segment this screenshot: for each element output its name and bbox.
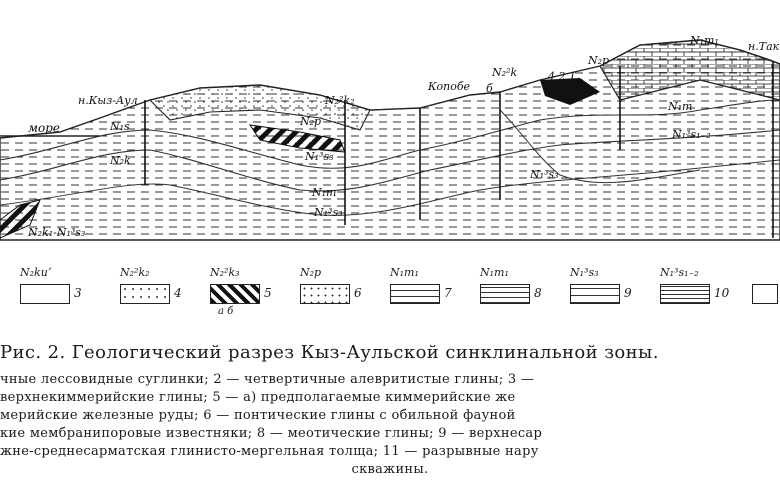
- label-n-tak: н.Так: [748, 40, 780, 53]
- geological-cross-section: н.Кыз-Аул море Копобе н.Так N₂²k₂ N₂²k N…: [0, 34, 780, 241]
- figure-caption-title: Рис. 2. Геологический разрез Кыз-Аульско…: [0, 342, 659, 363]
- caption-line: жне-среднесарматская глинисто-мергельная…: [0, 444, 539, 459]
- legend-label: N₁³s₁₋₂: [660, 266, 699, 279]
- legend-swatch: [480, 284, 530, 304]
- legend: N₂kuʼ 3 N₂²k₂ 4 N₂²k₃ 5 а б N₂p 6 N₁m₁ 7…: [0, 262, 780, 332]
- legend-number: 7: [444, 286, 452, 300]
- legend-swatch: [300, 284, 350, 304]
- legend-label: N₂²k₃: [210, 266, 240, 279]
- legend-swatch: [120, 284, 170, 304]
- legend-number: 3: [74, 286, 82, 300]
- label-n2p-top: N₂p: [587, 54, 609, 67]
- legend-number: 4: [174, 286, 182, 300]
- label-nm-top: N₁m₁: [689, 34, 719, 47]
- legend-number: 6: [354, 286, 362, 300]
- legend-label: N₁m₁: [480, 266, 509, 279]
- caption-line: верхнекиммерийские глины; 5 — а) предпол…: [0, 390, 516, 405]
- caption-line: мерийские железные руды; 6 — понтические…: [0, 408, 516, 423]
- label-n2s3-b: N₁³s₃: [313, 206, 343, 219]
- legend-swatch: [752, 284, 778, 304]
- legend-number: 5: [264, 286, 272, 300]
- label-n6: б: [486, 82, 493, 95]
- legend-swatch: [390, 284, 440, 304]
- label-nm-right: N₁m: [667, 100, 692, 113]
- label-n2s3: N₁³s₃: [304, 150, 334, 163]
- legend-label: N₂p: [300, 266, 322, 279]
- legend-label: N₂²k₂: [120, 266, 150, 279]
- label-n2p: N₂p: [299, 115, 321, 128]
- legend-number: 8: [534, 286, 542, 300]
- legend-swatch: [660, 284, 710, 304]
- legend-label: N₁m₁: [390, 266, 419, 279]
- ore-band-right: [540, 78, 600, 105]
- legend-label: N₂kuʼ: [20, 266, 52, 279]
- dotted-layer: [148, 84, 371, 131]
- legend-swatch: [210, 284, 260, 304]
- label-kopobe: Копобе: [427, 80, 471, 93]
- label-n-left: N₁s: [109, 120, 130, 133]
- label-n2k2-top: N₂²k₂: [324, 94, 355, 107]
- legend-swatch: [20, 284, 70, 304]
- legend-swatch: [570, 284, 620, 304]
- limestone-layer: [599, 39, 780, 101]
- label-nk-left: N₂k: [109, 154, 131, 167]
- label-n2s3-left: N₂k₁-N₁³s₃: [27, 226, 85, 239]
- legend-sub: а б: [218, 306, 234, 317]
- label-n1s3-right: N₁³s₃: [529, 168, 559, 181]
- legend-number: 9: [624, 286, 632, 300]
- legend-label: N₁³s₃: [570, 266, 599, 279]
- label-n1s12: N₁³s₁₋₂: [671, 128, 711, 141]
- caption-line: скважины.: [351, 462, 429, 477]
- label-nm-mid: N₁m: [311, 186, 336, 199]
- legend-number: 10: [714, 286, 730, 300]
- caption-line: кие мембранипоровые известняки; 8 — меот…: [0, 426, 543, 441]
- label-more: море: [28, 121, 60, 135]
- label-n421: 4 2 1: [547, 70, 576, 83]
- caption-line: чные лессовидные суглинки; 2 — четвертич…: [0, 372, 535, 387]
- ore-band-left: [0, 199, 41, 239]
- label-kyz-aul: н.Кыз-Аул: [78, 94, 138, 107]
- label-n2k: N₂²k: [491, 66, 517, 79]
